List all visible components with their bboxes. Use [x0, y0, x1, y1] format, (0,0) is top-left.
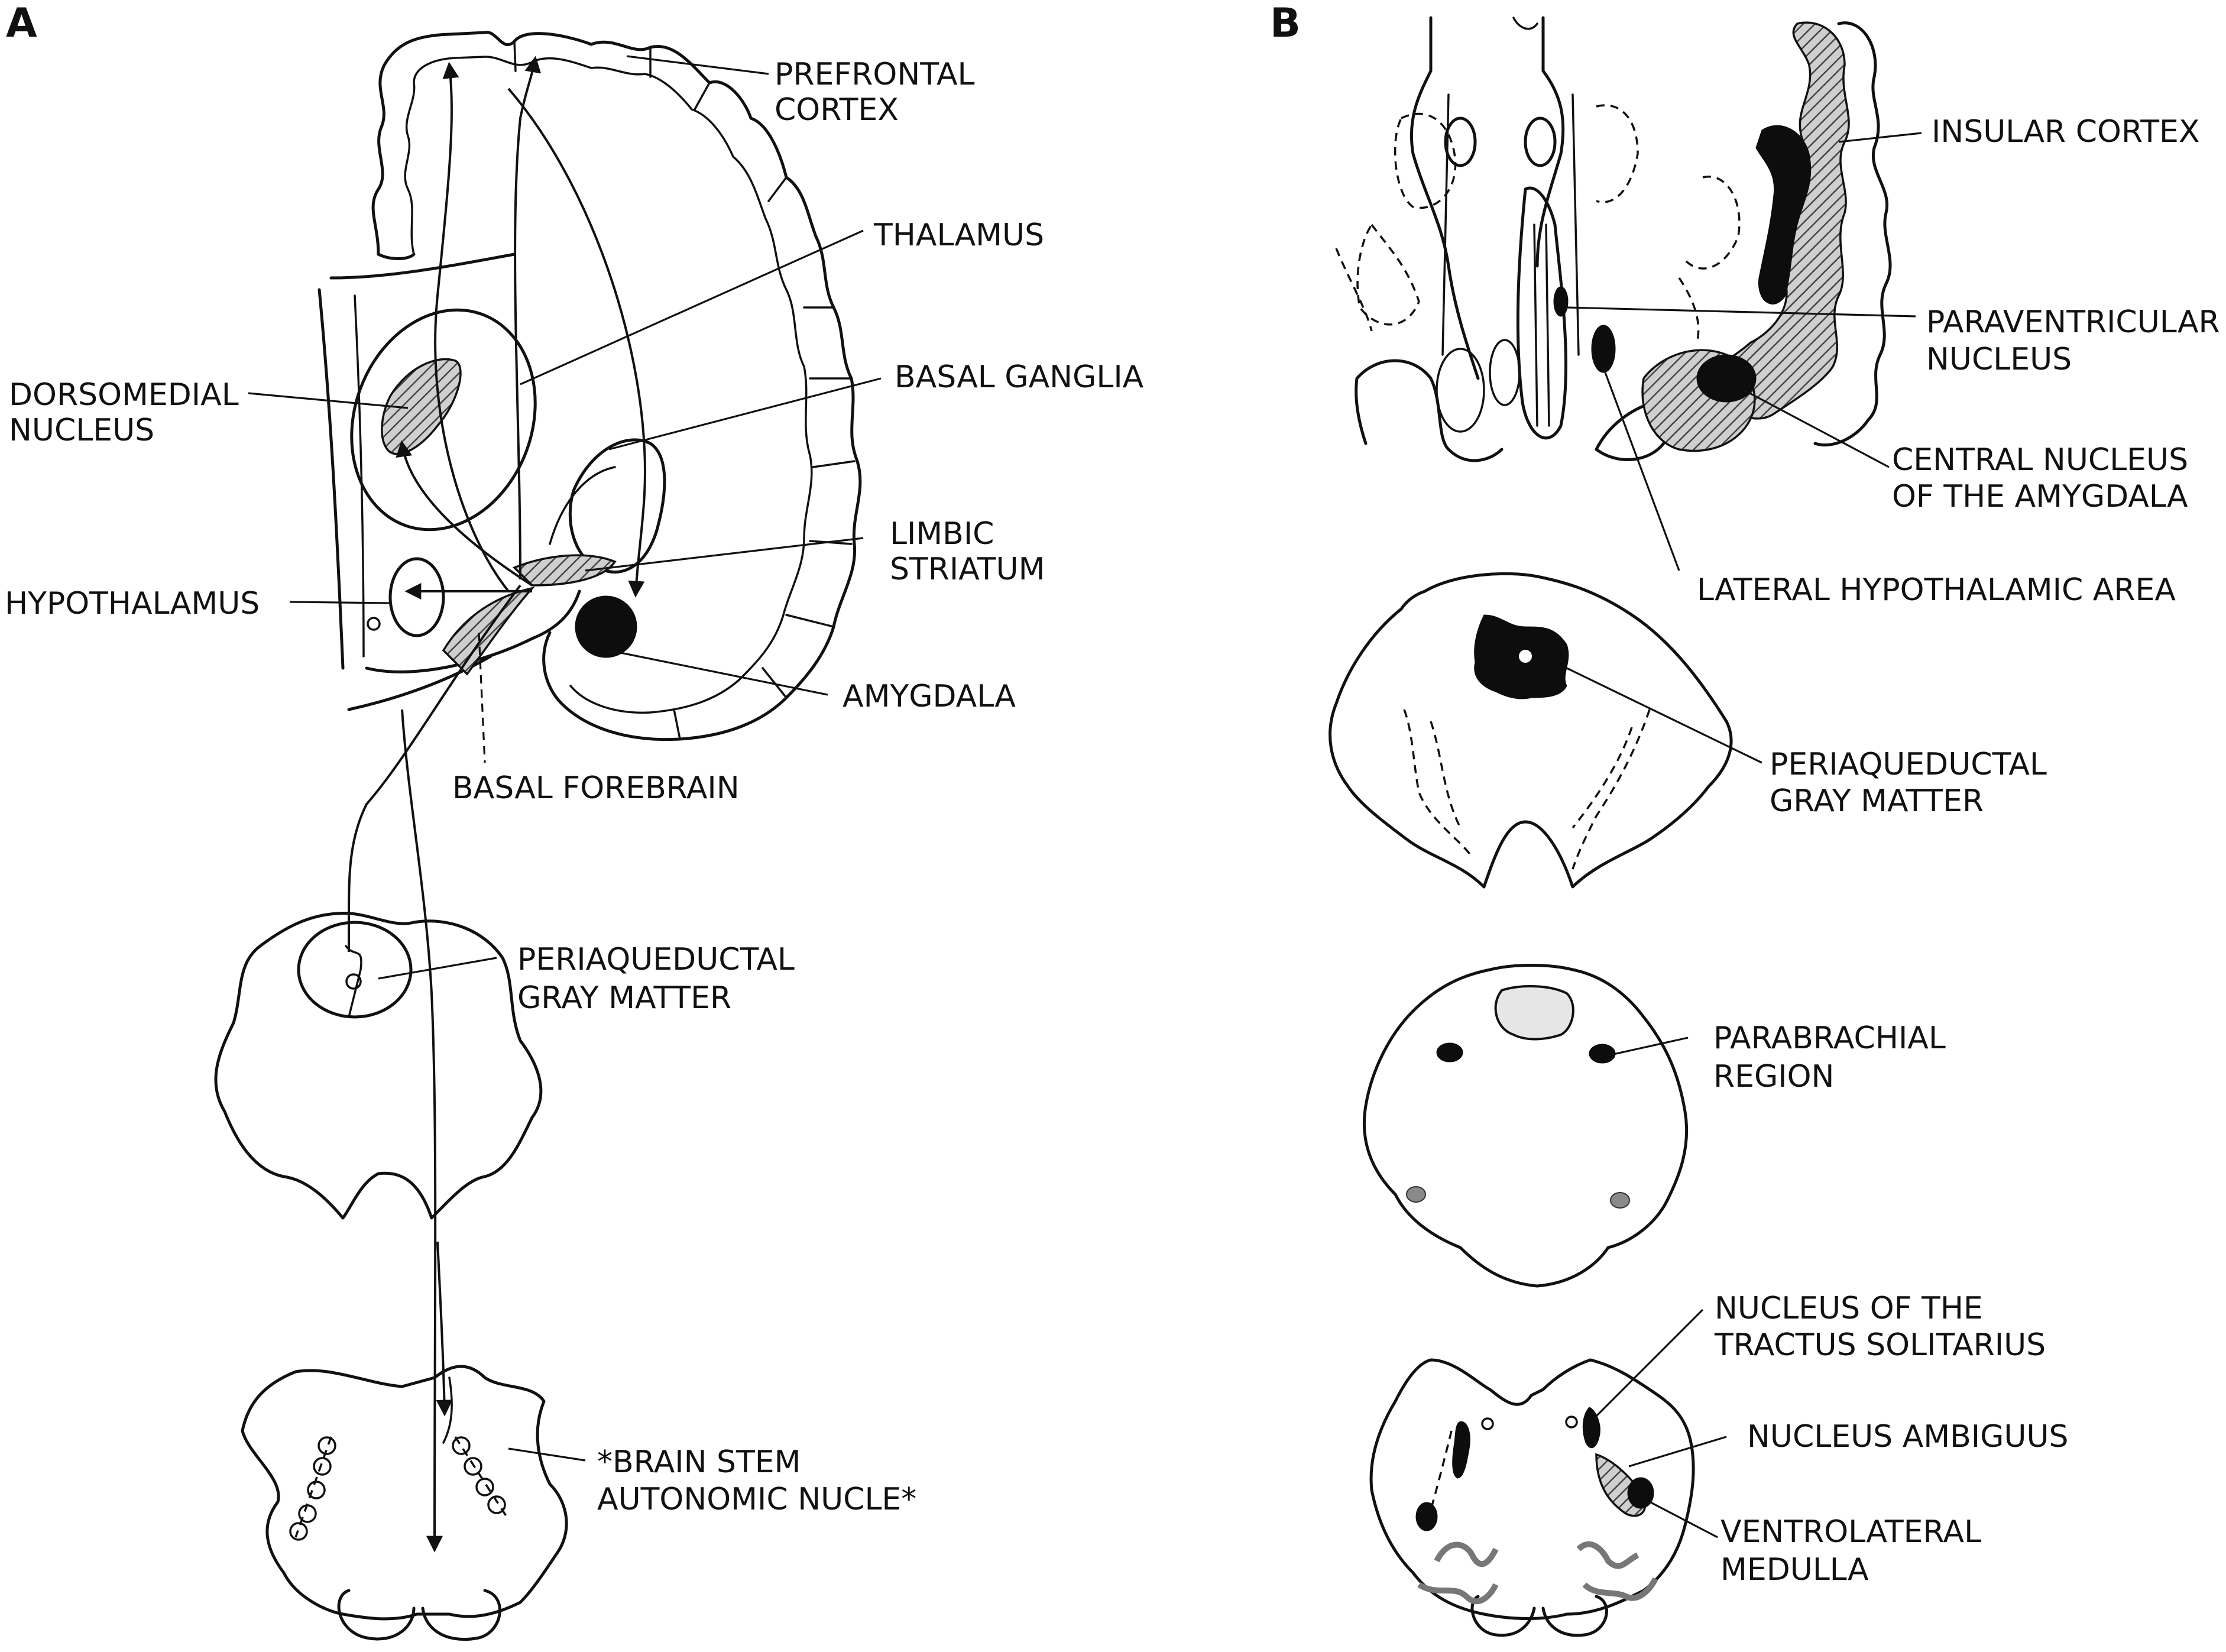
nts-left-shape [1452, 1421, 1470, 1479]
label-insular-cortex: INSULAR CORTEX [1932, 114, 2200, 150]
thalamus-shape [350, 308, 537, 532]
panel-b-leader-lines [1566, 132, 1922, 1538]
amygdala-shape [575, 595, 637, 658]
label-limbic-striatum-line2: STRIATUM [890, 552, 1045, 587]
panel-b: B [1270, 0, 2220, 1637]
panel-a-medulla-section [241, 1365, 568, 1641]
basal-ganglia-shape [568, 438, 666, 574]
label-parabrachial-region-line1: PARABRACHIAL [1713, 1021, 1946, 1056]
parabrachial-right-shape [1589, 1044, 1616, 1064]
label-prefrontal-cortex-line1: PREFRONTAL [775, 57, 975, 92]
brain-stem-nuclei-right [452, 1436, 510, 1520]
panel-a-labels: PREFRONTAL CORTEX THALAMUS DORSOMEDIAL N… [5, 57, 1144, 1517]
panel-a-letter: A [6, 0, 37, 47]
label-thalamus: THALAMUS [873, 218, 1044, 253]
dorsomedial-nucleus-shape [381, 358, 462, 455]
label-basal-forebrain: BASAL FOREBRAIN [452, 770, 740, 806]
label-paraventricular-nucleus-line2: NUCLEUS [1926, 342, 2072, 377]
panel-b-forebrain-section [1335, 16, 1892, 462]
label-periaqueductal-gray-a-line1: PERIAQUEDUCTAL [517, 942, 795, 977]
label-amygdala: AMYGDALA [843, 679, 1016, 714]
vlm-left-shape [1415, 1502, 1438, 1531]
panel-b-medulla-section [1369, 1358, 1695, 1637]
panel-b-labels: INSULAR CORTEX PARAVENTRICULAR NUCLEUS C… [1697, 114, 2220, 1588]
central-nucleus-amygdala-shape [1696, 354, 1757, 403]
label-dorsomedial-nucleus-line1: DORSOMEDIAL [9, 377, 239, 413]
label-ventrolateral-medulla-line1: VENTROLATERAL [1720, 1514, 1981, 1550]
label-paraventricular-nucleus-line1: PARAVENTRICULAR [1926, 305, 2220, 340]
insular-dark-band [1755, 125, 1812, 305]
panel-a-leader-lines [248, 55, 882, 1462]
panel-b-letter: B [1270, 0, 1301, 47]
panel-a: A [5, 0, 1144, 1641]
panel-b-midbrain-section [1329, 572, 1733, 889]
label-lateral-hypothalamic-area: LATERAL HYPOTHALAMIC AREA [1697, 572, 2176, 608]
label-parabrachial-region-line2: REGION [1713, 1059, 1834, 1094]
label-ventrolateral-medulla-line2: MEDULLA [1720, 1552, 1869, 1588]
fourth-ventricle-shape [1494, 985, 1574, 1041]
brain-stem-nuclei-left [289, 1436, 336, 1541]
cerebral-aqueduct [1518, 649, 1533, 664]
nts-right-shape [1582, 1407, 1600, 1449]
label-nucleus-tractus-solitarius-line2: TRACTUS SOLITARIUS [1714, 1327, 2046, 1363]
label-periaqueductal-gray-a-line2: GRAY MATTER [517, 980, 731, 1016]
panel-a-fiber-pathways [348, 56, 646, 1553]
cerebral-hemisphere-outline [371, 31, 862, 741]
label-dorsomedial-nucleus-line2: NUCLEUS [9, 413, 154, 448]
label-central-nucleus-amygdala-line2: OF THE AMYGDALA [1892, 479, 2188, 514]
label-periaqueductal-gray-b-line1: PERIAQUEDUCTAL [1770, 747, 2047, 782]
lateral-hypothalamic-area-shape [1591, 325, 1616, 373]
label-nucleus-tractus-solitarius-line1: NUCLEUS OF THE [1715, 1291, 1983, 1326]
label-brain-stem-nuclei-line2: AUTONOMIC NUCLE* [597, 1482, 916, 1517]
vlm-right-shape [1627, 1477, 1654, 1509]
label-periaqueductal-gray-b-line2: GRAY MATTER [1770, 783, 1984, 819]
label-hypothalamus: HYPOTHALAMUS [5, 586, 260, 621]
panel-b-pons-section [1363, 964, 1689, 1288]
limbic-striatum-shape [512, 554, 617, 587]
label-basal-ganglia: BASAL GANGLIA [895, 359, 1144, 395]
panel-a-midbrain-section [214, 911, 543, 1220]
label-nucleus-ambiguus: NUCLEUS AMBIGUUS [1747, 1419, 2069, 1455]
parabrachial-left-shape [1436, 1042, 1463, 1063]
label-brain-stem-nuclei-line1: *BRAIN STEM [597, 1444, 801, 1480]
label-prefrontal-cortex-line2: CORTEX [775, 92, 899, 128]
paraventricular-nucleus-shape [1553, 286, 1569, 317]
third-ventricle-marker [367, 617, 381, 631]
label-limbic-striatum-line1: LIMBIC [890, 516, 994, 552]
hypothalamus-shape [388, 557, 445, 637]
label-central-nucleus-amygdala-line1: CENTRAL NUCLEUS [1892, 442, 2188, 478]
